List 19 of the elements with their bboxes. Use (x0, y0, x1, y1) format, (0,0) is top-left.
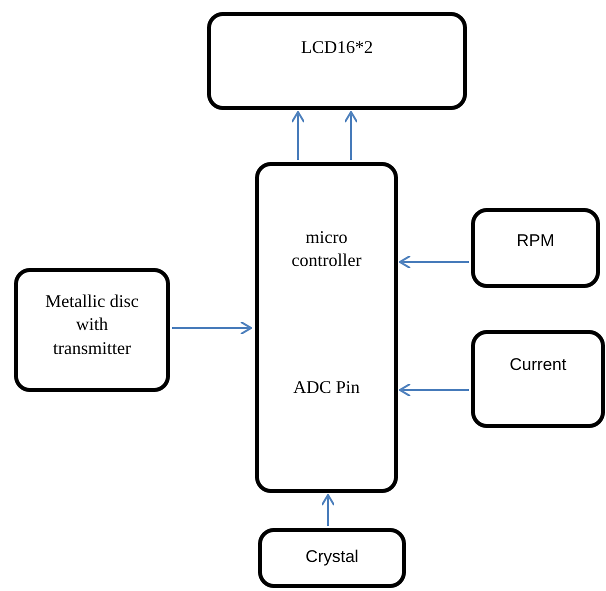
arrow (321, 494, 335, 526)
controller-block (255, 162, 398, 493)
arrow (399, 383, 469, 397)
block-label: LCD16*2 (300, 36, 374, 59)
block-box (207, 12, 467, 110)
arrow (344, 111, 358, 160)
arrow (399, 255, 469, 269)
block-box (471, 330, 605, 428)
block-label: micro controller (290, 226, 362, 272)
block-label: Metallic disc with transmitter (44, 290, 140, 360)
block-box (471, 208, 600, 288)
block-box (258, 528, 406, 588)
block-label: Crystal (304, 546, 360, 568)
block-label: ADC Pin (292, 376, 361, 399)
arrow (172, 321, 252, 335)
block-box (14, 268, 170, 392)
arrow (291, 111, 305, 160)
block-label: Current (508, 354, 568, 376)
block-label: RPM (516, 230, 556, 252)
